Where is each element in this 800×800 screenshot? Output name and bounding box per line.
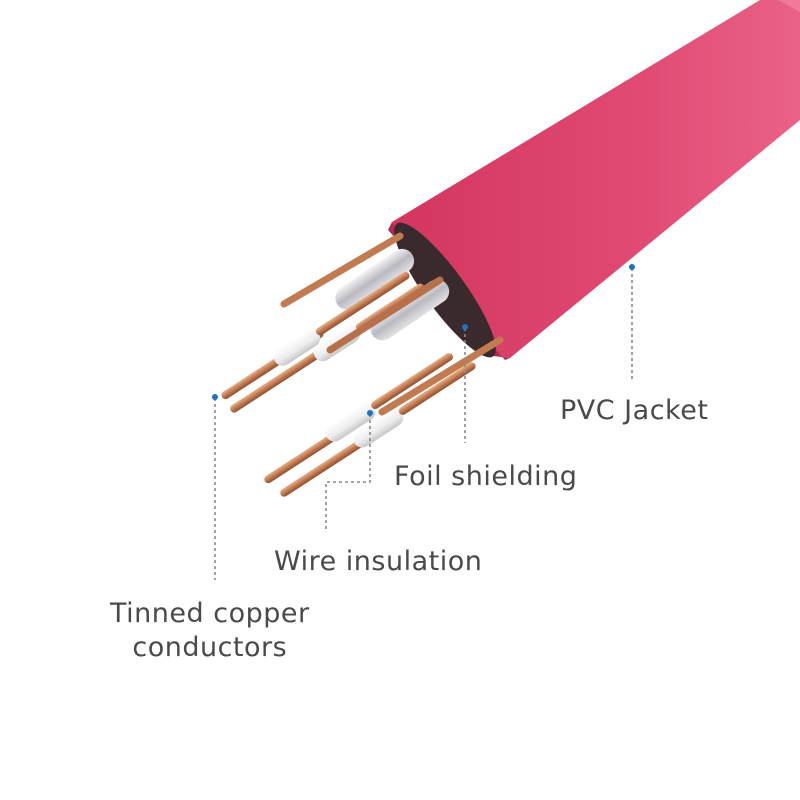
- copper-conductor: [371, 353, 453, 410]
- marker-dot-wire: [367, 410, 373, 416]
- wire-insulation-sleeve: [325, 402, 376, 442]
- marker-dots: [212, 264, 635, 416]
- copper-conductor: [398, 362, 476, 415]
- leader-lines: [214, 268, 633, 580]
- copper-conductor: [230, 343, 333, 413]
- marker-dot-pvc: [629, 264, 635, 270]
- marker-dot-foil: [462, 324, 468, 330]
- pvc-jacket: [388, 0, 800, 360]
- drain-conductors: [280, 232, 504, 416]
- leader-wire: [325, 414, 371, 530]
- lower-wire-pair: [264, 353, 476, 497]
- label-tinned-copper-line1: Tinned copper: [110, 598, 310, 629]
- label-foil-shielding: Foil shielding: [394, 461, 578, 492]
- marker-dot-tinned: [212, 394, 218, 400]
- copper-conductor: [280, 428, 381, 497]
- label-pvc-jacket: PVC Jacket: [560, 395, 709, 426]
- copper-conductor: [315, 271, 410, 336]
- wire-insulation-sleeve: [353, 408, 404, 448]
- wire-insulation-sleeve: [273, 329, 321, 366]
- upper-wire-pair: [221, 271, 425, 413]
- label-tinned-copper: Tinned copper conductors: [110, 597, 310, 665]
- label-tinned-copper-line2: conductors: [132, 632, 288, 663]
- foil-shielding: [335, 248, 450, 341]
- label-wire-insulation: Wire insulation: [274, 546, 483, 577]
